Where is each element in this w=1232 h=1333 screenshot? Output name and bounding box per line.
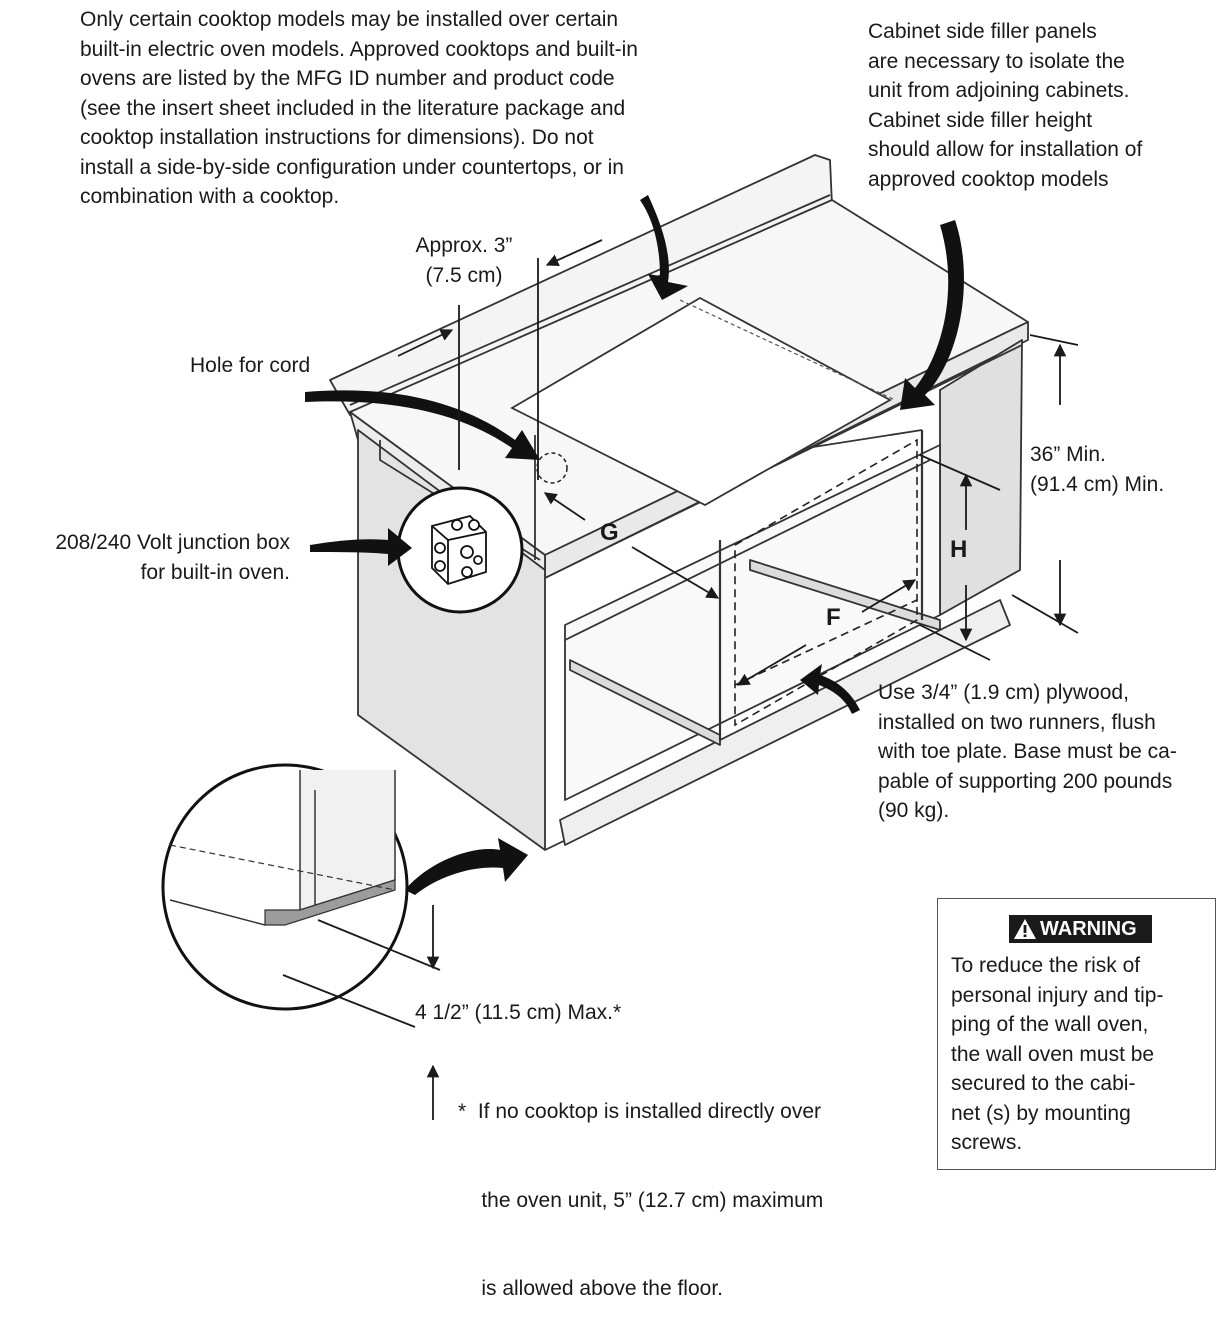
dimension-f-label: F	[826, 604, 841, 631]
footnote-line: is allowed above the floor.	[458, 1277, 723, 1300]
dimension-g-label: G	[600, 519, 619, 546]
filler-note-line: approved cooktop models	[868, 167, 1109, 191]
approx-line: Approx. 3”	[415, 234, 513, 257]
cooktop-note-line: Only certain cooktop models may be insta…	[80, 8, 619, 31]
plywood-note-line: pable of supporting 200 pounds	[878, 769, 1173, 793]
height-min-label: 36” Min. (91.4 cm) Min.	[1030, 440, 1164, 499]
junction-box-label: 208/240 Volt junction box for built-in o…	[0, 528, 290, 587]
plywood-note-line: with toe plate. Base must be ca-	[878, 740, 1177, 763]
warning-line: To reduce the risk of	[951, 954, 1141, 977]
approx-dimension-label: Approx. 3” (7.5 cm)	[402, 231, 526, 290]
footnote-line: the oven unit, 5” (12.7 cm) maximum	[458, 1188, 824, 1212]
dimension-h-label: H	[950, 536, 968, 563]
footnote-line: * If no cooktop is installed directly ov…	[458, 1100, 822, 1123]
warning-triangle-icon	[1014, 919, 1036, 939]
cooktop-note-line: cooktop installation instructions for di…	[80, 126, 594, 149]
warning-line: the wall oven must be	[951, 1042, 1155, 1066]
approx-line: (7.5 cm)	[425, 263, 503, 287]
oven-opening-outline	[734, 438, 918, 727]
warning-line: secured to the cabi-	[951, 1072, 1136, 1095]
hole-for-cord-label: Hole for cord	[190, 354, 311, 377]
filler-note-line: Cabinet side filler height	[868, 108, 1093, 132]
cooktop-cutout	[510, 296, 896, 507]
filler-note-line: should allow for installation of	[868, 138, 1143, 161]
filler-note: Cabinet side filler panels are necessary…	[868, 17, 1142, 194]
plywood-note-line: Use 3/4” (1.9 cm) plywood,	[878, 681, 1129, 704]
cord-hole	[536, 452, 568, 484]
cooktop-note-line: install a side-by-side configuration und…	[80, 155, 624, 179]
warning-line: ping of the wall oven,	[951, 1013, 1149, 1036]
height-min-line: 36” Min.	[1030, 443, 1106, 466]
warning-line: net (s) by mounting	[951, 1101, 1131, 1125]
dimension-lines	[282, 239, 1079, 1120]
junction-box-inset	[396, 486, 524, 614]
cooktop-note: Only certain cooktop models may be insta…	[80, 5, 638, 212]
warning-text: To reduce the risk of personal injury an…	[951, 951, 1163, 1158]
cooktop-note-line: built-in electric oven models. Approved …	[80, 37, 638, 61]
height-min-line: (91.4 cm) Min.	[1030, 472, 1165, 496]
warning-box: WARNING To reduce the risk of personal i…	[937, 898, 1216, 1170]
plywood-note-line: (90 kg).	[878, 799, 950, 822]
plywood-note: Use 3/4” (1.9 cm) plywood, installed on …	[878, 678, 1177, 826]
cooktop-note-line: ovens are listed by the MFG ID number an…	[80, 67, 615, 90]
junction-box-line: 208/240 Volt junction box	[55, 531, 290, 554]
cooktop-note-line: (see the insert sheet included in the li…	[80, 96, 626, 120]
max-height-label: 4 1/2” (11.5 cm) Max.*	[415, 1001, 622, 1024]
filler-note-line: are necessary to isolate the	[868, 49, 1125, 73]
filler-note-line: unit from adjoining cabinets.	[868, 79, 1130, 102]
cooktop-note-line: combination with a cooktop.	[80, 185, 340, 208]
warning-header: WARNING	[1009, 915, 1152, 943]
callout-arrows	[305, 195, 964, 895]
warning-header-label: WARNING	[1040, 918, 1137, 940]
cabinet-installation-diagram	[161, 154, 1079, 1120]
toe-kick-detail-inset	[161, 763, 409, 1011]
junction-box-line: for built-in oven.	[140, 560, 290, 584]
junction-box-icon	[431, 514, 487, 586]
footnote: * If no cooktop is installed directly ov…	[458, 1038, 823, 1333]
filler-note-line: Cabinet side filler panels	[868, 20, 1097, 43]
warning-line: screws.	[951, 1131, 1023, 1154]
warning-line: personal injury and tip-	[951, 983, 1164, 1007]
plywood-note-line: installed on two runners, flush	[878, 710, 1156, 734]
